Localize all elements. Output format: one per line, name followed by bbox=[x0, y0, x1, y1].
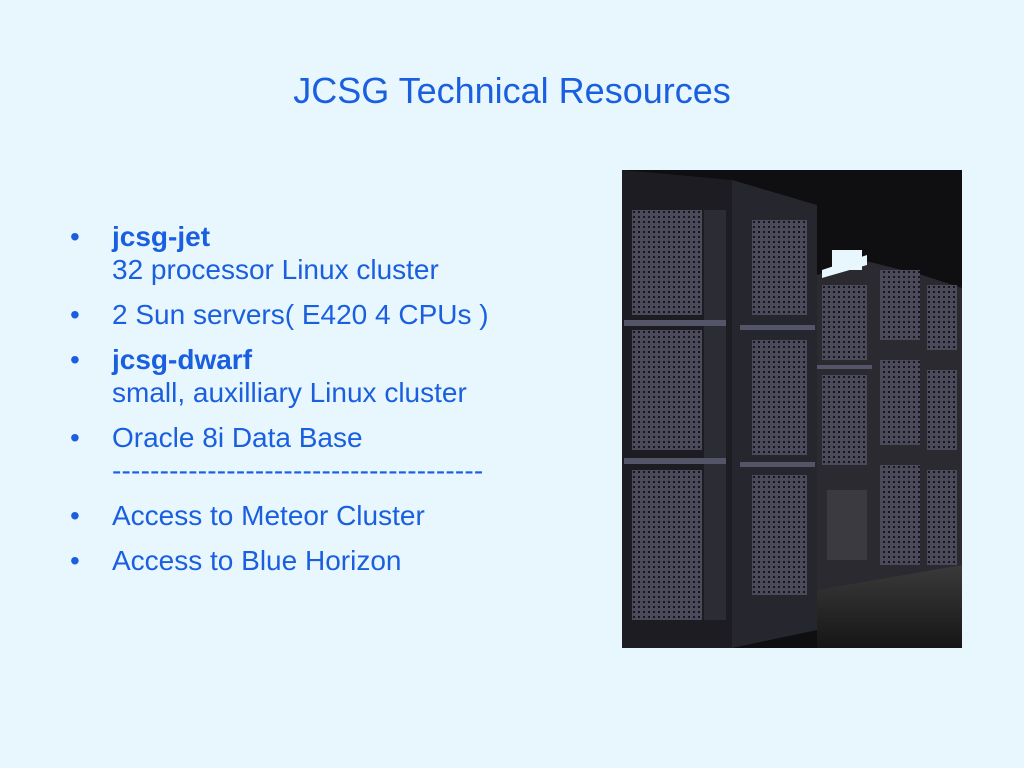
slide-title: JCSG Technical Resources bbox=[293, 70, 731, 111]
rack-second bbox=[740, 220, 815, 595]
cluster-name: jcsg-jet bbox=[112, 221, 211, 252]
bullet-list: • jcsg-jet 32 processor Linux cluster • … bbox=[68, 220, 588, 589]
bullet-dot: • bbox=[70, 422, 80, 453]
bullet-dot: • bbox=[70, 500, 80, 531]
resource-text: 2 Sun servers( E420 4 CPUs ) bbox=[112, 299, 489, 330]
server-racks-photo bbox=[622, 170, 962, 648]
list-item: • jcsg-dwarf small, auxilliary Linux clu… bbox=[68, 343, 588, 409]
bullet-dot: • bbox=[70, 299, 80, 330]
cluster-name: jcsg-dwarf bbox=[112, 344, 253, 375]
rack-left bbox=[624, 210, 726, 620]
resource-text: Oracle 8i Data Base bbox=[112, 422, 363, 453]
rack-fifth bbox=[927, 285, 957, 565]
resource-text: Access to Blue Horizon bbox=[112, 545, 402, 576]
dashed-separator: --------------------------------------- bbox=[112, 455, 484, 486]
server-racks-illustration bbox=[622, 170, 962, 648]
cluster-description: small, auxilliary Linux cluster bbox=[112, 377, 467, 408]
list-item: • jcsg-jet 32 processor Linux cluster bbox=[68, 220, 588, 286]
rack-third bbox=[817, 285, 872, 560]
list-item: • 2 Sun servers( E420 4 CPUs ) bbox=[68, 298, 588, 331]
bullet-dot: • bbox=[70, 344, 80, 375]
resource-text: Access to Meteor Cluster bbox=[112, 500, 425, 531]
bullet-dot: • bbox=[70, 545, 80, 576]
list-item: • Access to Blue Horizon bbox=[68, 544, 588, 577]
list-item: • Oracle 8i Data Base ------------------… bbox=[68, 421, 588, 487]
cluster-description: 32 processor Linux cluster bbox=[112, 254, 439, 285]
list-item: • Access to Meteor Cluster bbox=[68, 499, 588, 532]
rack-fourth bbox=[880, 270, 920, 565]
bullet-dot: • bbox=[70, 221, 80, 252]
